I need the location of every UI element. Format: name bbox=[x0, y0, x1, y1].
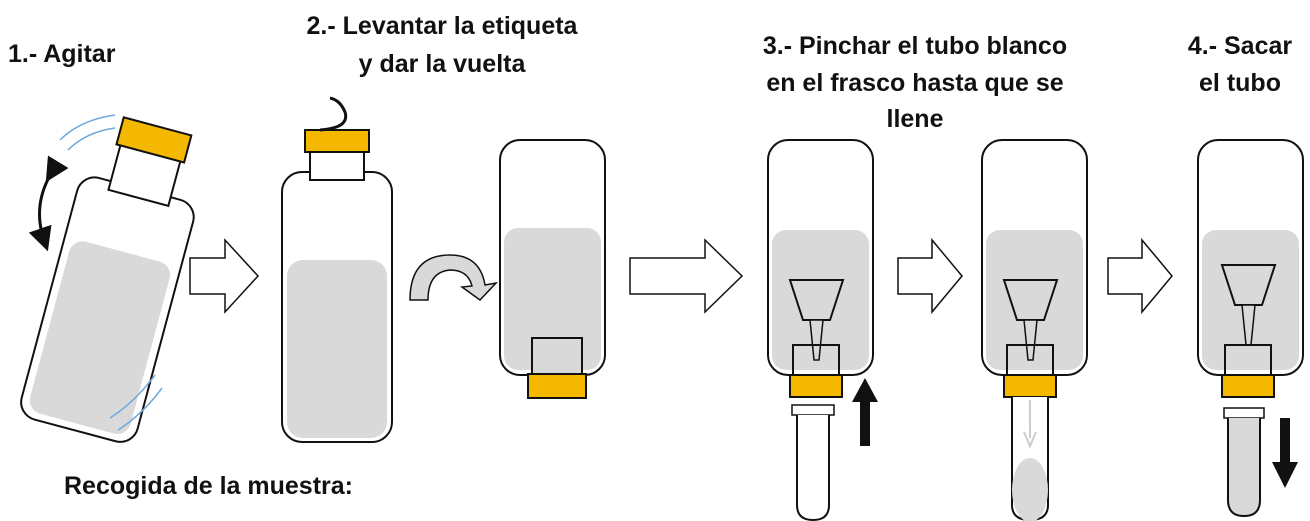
right-arrow-icon bbox=[189, 238, 260, 314]
flip-arrow-icon bbox=[409, 254, 499, 301]
step3-label-line2: en el frasco hasta que se bbox=[766, 69, 1064, 97]
curl-label-icon bbox=[319, 96, 348, 132]
right-arrow-icon bbox=[1107, 237, 1173, 315]
shake-lines-icon bbox=[59, 114, 163, 431]
bottle-filling bbox=[981, 139, 1088, 521]
step3-label-line1: 3.- Pinchar el tubo blanco bbox=[762, 32, 1068, 60]
step1-label: 1.- Agitar bbox=[8, 40, 116, 68]
right-arrow-icon bbox=[629, 238, 744, 314]
bottle-pierce bbox=[767, 139, 874, 521]
up-arrow-icon bbox=[852, 378, 878, 446]
footer-title: Recogida de la muestra: bbox=[64, 472, 353, 500]
bottle-inverted bbox=[499, 139, 606, 399]
bottle-shaking bbox=[20, 116, 195, 443]
step3-label-line3: llene bbox=[886, 105, 944, 133]
step2-label-line1: 2.- Levantar la etiqueta bbox=[306, 12, 578, 40]
shake-arrow-icon bbox=[28, 155, 69, 252]
step4-label-line1: 4.- Sacar bbox=[1187, 32, 1293, 60]
right-arrow-icon bbox=[897, 237, 963, 315]
step2-label-line2: y dar la vuelta bbox=[358, 50, 526, 78]
step4-label-line2: el tubo bbox=[1199, 69, 1281, 97]
bottle-open-label bbox=[281, 96, 393, 443]
bottle-remove bbox=[1197, 139, 1304, 518]
down-arrow-icon bbox=[1272, 418, 1298, 488]
